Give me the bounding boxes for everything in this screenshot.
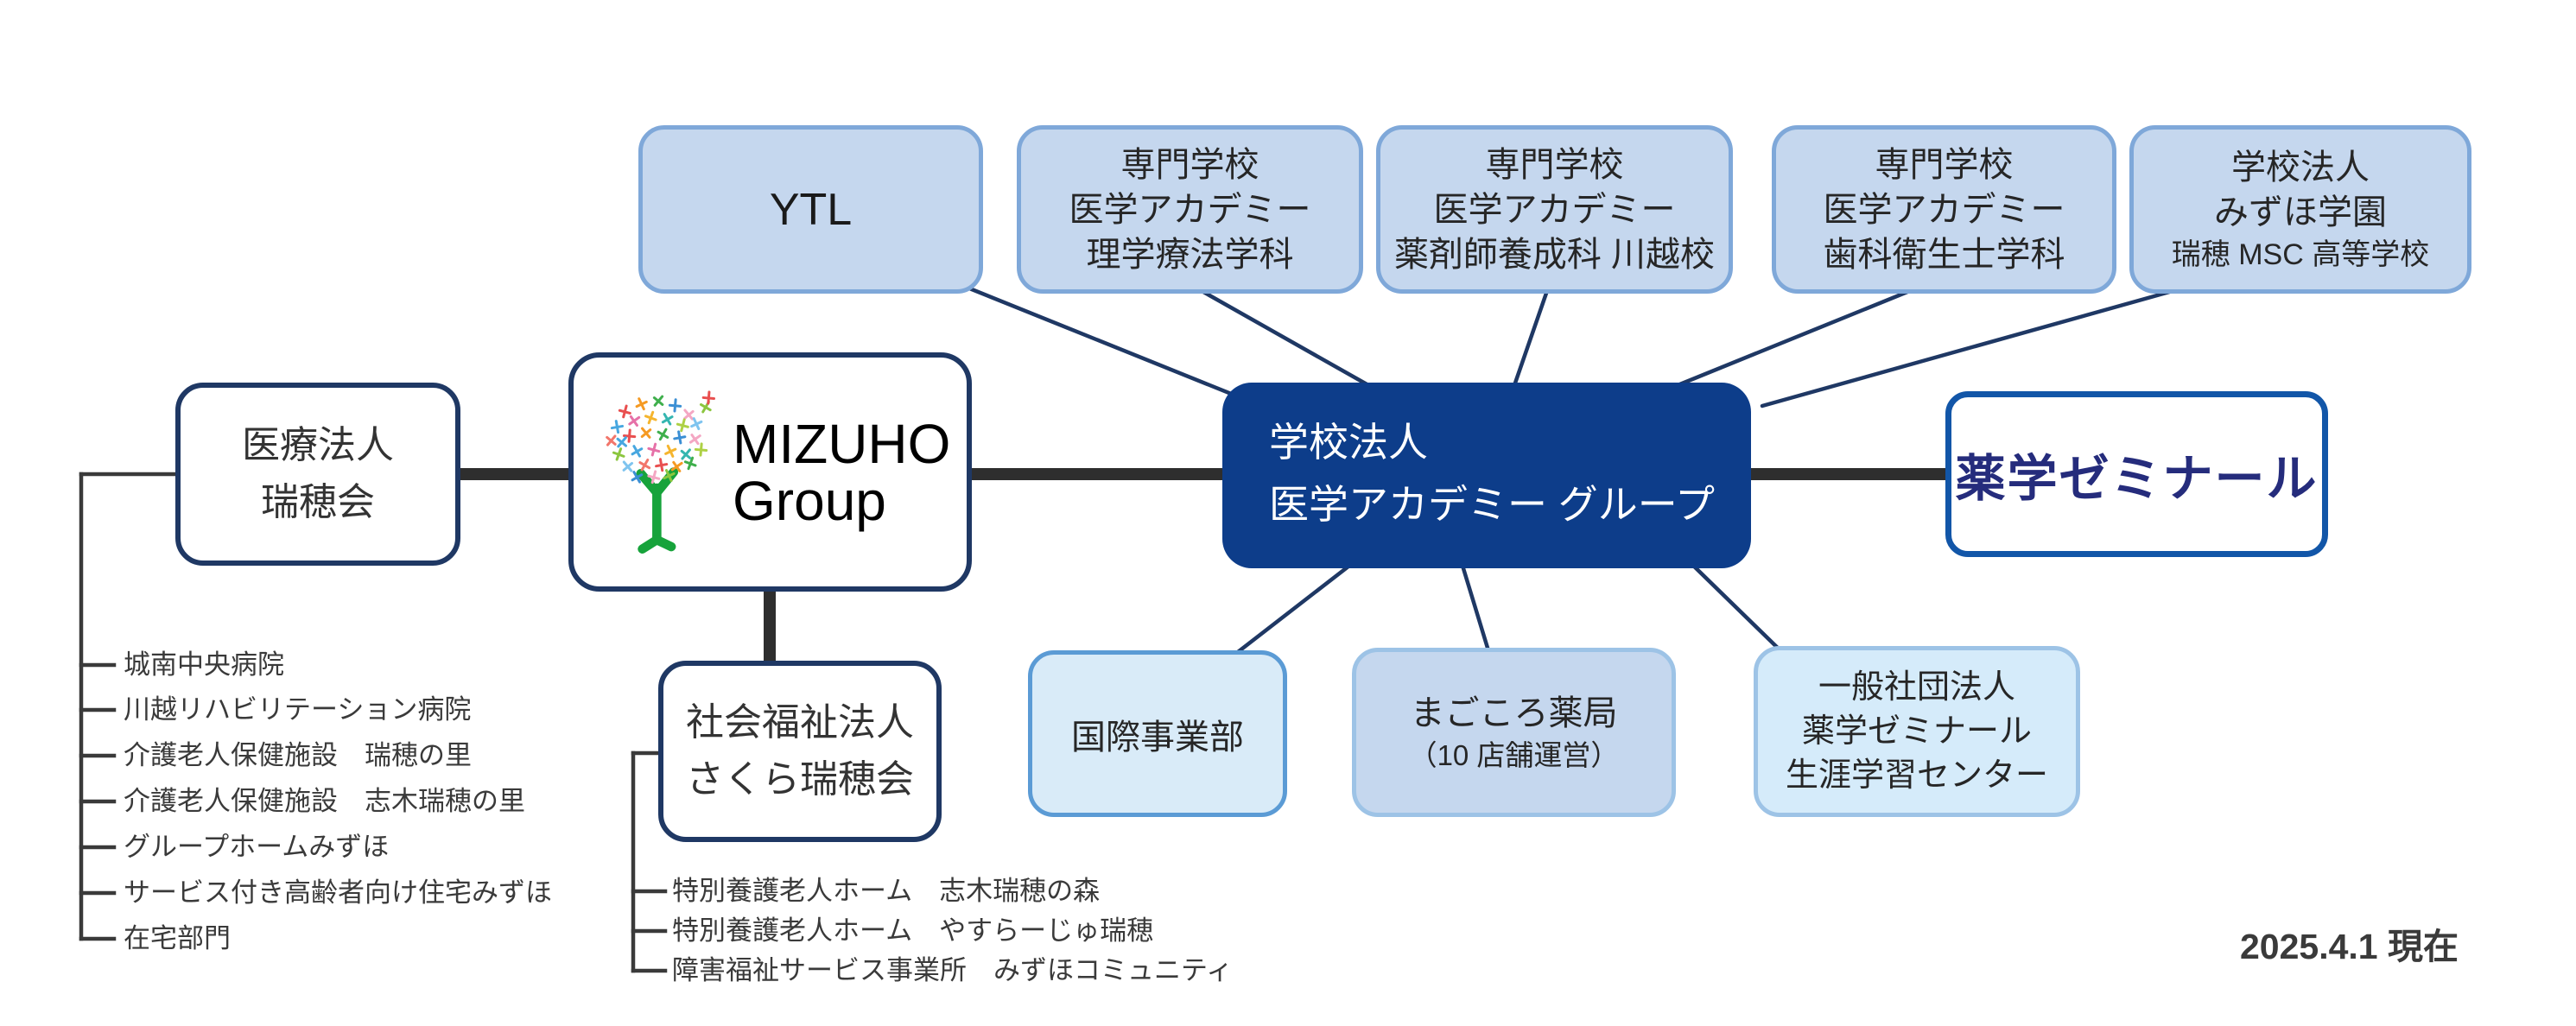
welfare-list-item: 特別養護老人ホーム やすらーじゅ瑞穂 <box>672 915 1154 946</box>
node-line: 専門学校 <box>1485 145 1624 184</box>
medical-bracket <box>79 472 181 941</box>
wordmark-line: Group <box>733 469 886 532</box>
node-academy-group: 学校法人 医学アカデミー グループ <box>1222 383 1751 568</box>
node-line: 理学療法学科 <box>1086 235 1294 274</box>
group-backbone <box>454 468 1954 669</box>
node-pharmacist-kawagoe: 専門学校 医学アカデミー 薬剤師養成科 川越校 <box>1376 125 1733 294</box>
node-line: 学校法人 <box>1269 419 1428 465</box>
medical-list-item: グループホームみずほ <box>124 832 390 862</box>
node-line: 国際事業部 <box>1071 718 1244 757</box>
node-dental-hygiene: 専門学校 医学アカデミー 歯科衛生士学科 <box>1772 125 2116 294</box>
medical-list-item: 介護老人保健施設 志木瑞穂の里 <box>124 786 525 816</box>
node-magokoro-pharmacy: まごころ薬局 （10 店舗運営） <box>1352 648 1676 817</box>
node-line: 医学アカデミー <box>1823 190 2065 229</box>
node-line: 専門学校 <box>1120 145 1259 184</box>
node-ytl: YTL <box>638 125 983 294</box>
node-line: 医学アカデミー <box>1069 190 1311 229</box>
mizuho-group-wordmark: MIZUHO Group <box>733 415 950 529</box>
node-sakura-mizuho-kai: 社会福祉法人 さくら瑞穂会 <box>658 661 942 842</box>
node-mizuho-gakuen: 学校法人 みずほ学園 瑞穂 MSC 高等学校 <box>2129 125 2471 294</box>
node-line: 医学アカデミー グループ <box>1269 481 1716 527</box>
medical-list-item: 介護老人保健施設 瑞穂の里 <box>124 740 472 770</box>
node-line: 生涯学習センター <box>1785 757 2048 794</box>
node-subline: （10 店舗運営） <box>1408 739 1620 771</box>
node-line: 瑞穂会 <box>261 481 375 523</box>
node-line: 学校法人 <box>2231 148 2370 187</box>
node-international-division: 国際事業部 <box>1028 650 1287 817</box>
node-subline: 瑞穂 MSC 高等学校 <box>2171 238 2430 271</box>
node-lifelong-learning-center: 一般社団法人 薬学ゼミナール 生涯学習センター <box>1754 646 2080 817</box>
yakuzemi-wordmark: 薬学ゼミナール <box>1955 451 2319 507</box>
wordmark-line: MIZUHO <box>733 412 951 475</box>
welfare-list-item: 障害福祉サービス事業所 みずほコミュニティ <box>672 955 1234 985</box>
welfare-list-item: 特別養護老人ホーム 志木瑞穂の森 <box>672 876 1101 906</box>
node-line: 薬学ゼミナール <box>1801 712 2032 750</box>
academy-spokes <box>948 278 2197 663</box>
node-physical-therapy: 専門学校 医学アカデミー 理学療法学科 <box>1017 125 1363 294</box>
node-line: 歯科衛生士学科 <box>1823 235 2065 274</box>
node-line: 薬剤師養成科 川越校 <box>1393 235 1716 274</box>
node-line: 医学アカデミー <box>1433 190 1676 229</box>
node-yakuzemi: 薬学ゼミナール <box>1945 391 2328 557</box>
node-ytl-label: YTL <box>769 184 853 235</box>
node-line: まごころ薬局 <box>1410 694 1618 732</box>
node-line: 社会福祉法人 <box>686 701 914 744</box>
node-line: 専門学校 <box>1875 145 2014 184</box>
node-mizuho-group: MIZUHO Group <box>568 352 972 592</box>
medical-list-item: 城南中央病院 <box>124 649 284 680</box>
medical-list-item: 川越リハビリテーション病院 <box>124 694 472 725</box>
medical-list-item: サービス付き高齢者向け住宅みずほ <box>124 877 552 908</box>
welfare-bracket <box>631 750 668 973</box>
mizuho-tree-logo <box>606 390 716 554</box>
medical-list-item: 在宅部門 <box>124 923 231 953</box>
node-line: 医療法人 <box>242 424 394 466</box>
node-line: さくら瑞穂会 <box>686 758 914 801</box>
node-iryo-houjin: 医療法人 瑞穂会 <box>175 383 460 566</box>
node-line: 一般社団法人 <box>1818 668 2015 706</box>
as-of-date: 2025.4.1 現在 <box>2240 927 2459 966</box>
node-line: みずほ学園 <box>2214 193 2387 231</box>
